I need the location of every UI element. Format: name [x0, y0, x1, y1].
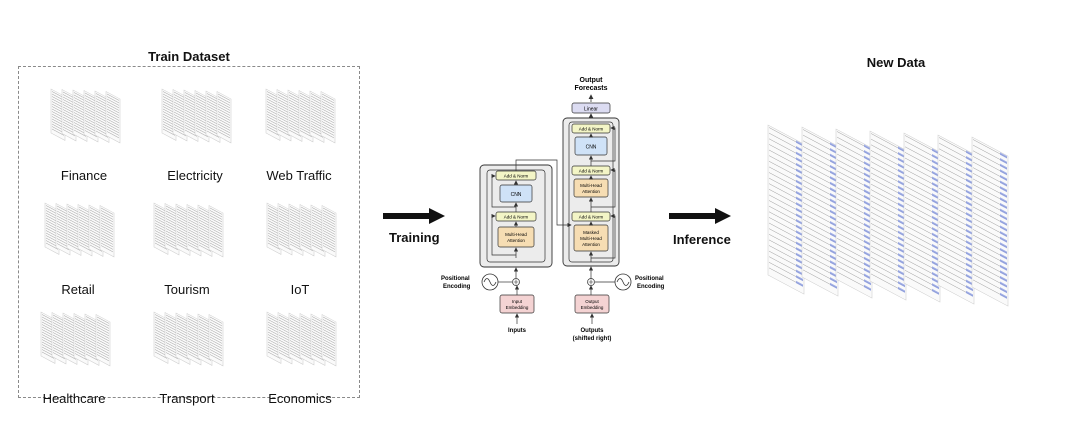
outputs-label: Outputs — [581, 328, 605, 334]
add-norm-label: Add & Norm — [579, 169, 604, 174]
positional-encoding-label-left: Positional — [441, 276, 470, 282]
inputs-label: Inputs — [508, 328, 527, 334]
new-data-spreadsheet-stack-icon — [767, 124, 1009, 307]
train-dataset-box: Finance Electricity Web Traffic Retail T… — [18, 66, 360, 406]
linear-label: Linear — [584, 107, 598, 113]
input-embedding-label: Embedding — [506, 305, 529, 310]
dataset-label: Retail — [61, 282, 95, 297]
positional-encoding-label-left: Encoding — [443, 284, 471, 290]
dataset-tile-iot: IoT — [245, 191, 355, 306]
mha-label: Multi-Head — [505, 232, 527, 237]
spreadsheet-stack-icon — [40, 311, 111, 367]
dataset-tile-web-traffic: Web Traffic — [244, 77, 354, 192]
dataset-tile-retail: Retail — [23, 191, 133, 306]
inference-label: Inference — [673, 232, 731, 247]
positional-encoding-label-right: Positional — [635, 276, 664, 282]
inference-arrow-icon — [669, 208, 731, 224]
masked-mha-label: Multi-Head — [580, 236, 602, 241]
mha-label: Attention — [582, 189, 600, 194]
mha-label: Multi-Head — [580, 183, 602, 188]
outputs-label: (shifted right) — [573, 336, 612, 342]
cnn-label: CNN — [511, 192, 522, 198]
dataset-tile-finance: Finance — [29, 77, 139, 192]
dataset-label: IoT — [290, 282, 310, 297]
linear-block — [571, 102, 611, 114]
add-norm-label: Add & Norm — [504, 215, 529, 220]
spreadsheet-stack-icon — [266, 311, 337, 367]
input-embedding-label: Input — [512, 299, 523, 304]
dataset-label: Healthcare — [42, 391, 106, 406]
dataset-label: Finance — [60, 168, 108, 183]
add-norm-label: Add & Norm — [504, 174, 529, 179]
output-embedding — [574, 294, 610, 314]
dataset-label: Web Traffic — [266, 168, 332, 183]
masked-mha-label: Attention — [582, 242, 600, 247]
encoder-multi-head-attention — [497, 226, 535, 248]
training-label: Training — [389, 230, 440, 245]
decoder-add-norm-top — [571, 123, 611, 134]
input-embedding — [499, 294, 535, 314]
spreadsheet-stack-icon — [161, 88, 232, 144]
dataset-label: Transport — [159, 391, 215, 406]
spreadsheet-stack-icon — [266, 202, 337, 258]
decoder-multi-head-attention — [573, 178, 609, 198]
spreadsheet-stack-icon — [153, 311, 224, 367]
dataset-label: Tourism — [164, 282, 210, 297]
training-arrow-icon — [383, 208, 445, 224]
output-embedding-label: Embedding — [581, 305, 604, 310]
dataset-tile-healthcare: Healthcare — [19, 300, 129, 415]
dataset-label: Electricity — [167, 168, 223, 183]
output-embedding-label: Output — [585, 299, 599, 304]
dataset-tile-economics: Economics — [245, 300, 355, 415]
dataset-label: Economics — [268, 391, 332, 406]
add-norm-label: Add & Norm — [579, 127, 604, 132]
transformer-diagram: Output Forecasts Linear Add & Norm CNN A… — [441, 77, 665, 342]
add-norm-label: Add & Norm — [579, 215, 604, 220]
spreadsheet-stack-icon — [153, 202, 224, 258]
dataset-tile-electricity: Electricity — [140, 77, 250, 192]
spreadsheet-stack-icon — [50, 88, 121, 144]
output-forecasts-label: Output — [580, 77, 604, 84]
train-dataset-title: Train Dataset — [148, 49, 230, 64]
spreadsheet-stack-icon — [44, 202, 115, 258]
cnn-label: CNN — [586, 145, 597, 151]
new-data-title: New Data — [866, 55, 926, 70]
mha-label: Attention — [507, 238, 525, 243]
positional-encoding-label-right: Encoding — [637, 284, 665, 290]
masked-mha-label: Masked — [583, 230, 599, 235]
output-forecasts-label: Forecasts — [574, 85, 607, 92]
dataset-tile-transport: Transport — [132, 300, 242, 415]
spreadsheet-stack-icon — [265, 88, 336, 144]
dataset-tile-tourism: Tourism — [132, 191, 242, 306]
